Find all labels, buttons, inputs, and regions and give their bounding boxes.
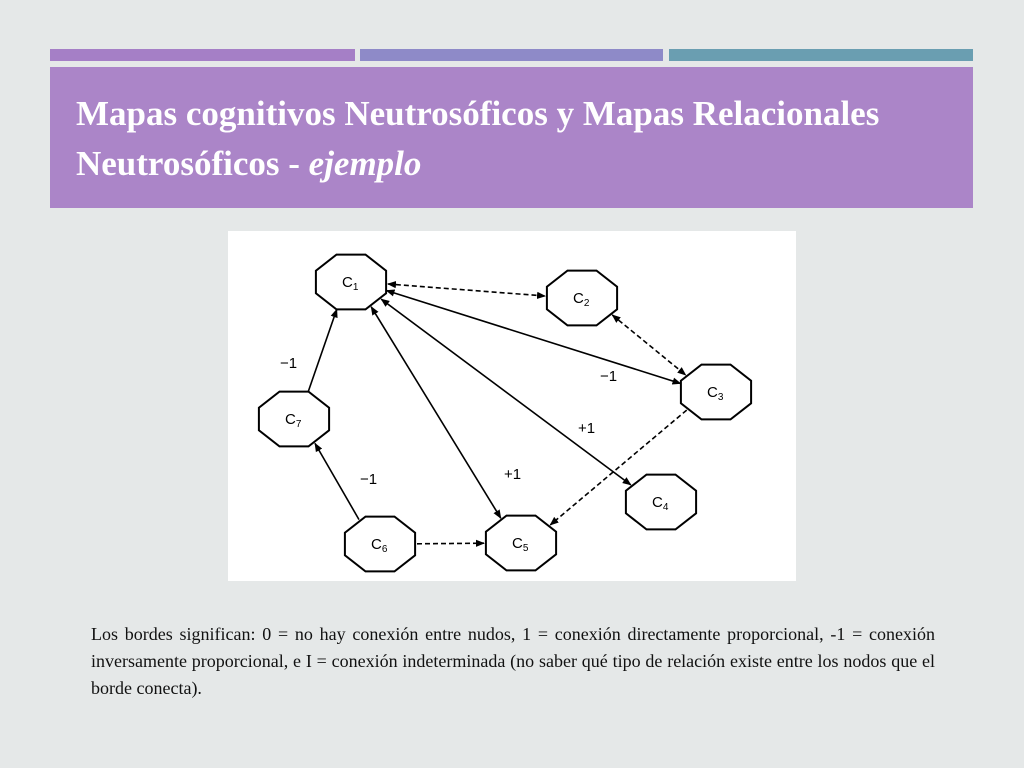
node-subscript: 5 — [523, 543, 529, 554]
node-letter: C — [652, 494, 663, 511]
slide-title-main: Mapas cognitivos Neutrosóficos y Mapas R… — [76, 94, 880, 183]
slide-title: Mapas cognitivos Neutrosóficos y Mapas R… — [76, 89, 947, 189]
node-subscript: 7 — [296, 419, 302, 430]
node-c7: C7 — [257, 390, 331, 448]
node-c5: C5 — [484, 514, 558, 572]
accent-bar-3 — [669, 49, 973, 61]
node-label-c3: C3 — [707, 384, 724, 403]
node-label-c4: C4 — [652, 494, 669, 513]
node-shape-c1 — [314, 253, 388, 311]
node-subscript: 3 — [718, 392, 724, 403]
node-shape-c4 — [624, 473, 698, 531]
node-letter: C — [371, 536, 382, 553]
edge-labels-layer: −1 +1 +1 −1 −1 — [280, 355, 617, 488]
edge-label-c1-c4: +1 — [578, 420, 595, 437]
node-label-c1: C1 — [342, 274, 359, 293]
title-banner: Mapas cognitivos Neutrosóficos y Mapas R… — [50, 67, 973, 208]
node-label-c5: C5 — [512, 535, 529, 554]
edge-label-c6-c7: −1 — [360, 471, 377, 488]
node-subscript: 2 — [584, 298, 590, 309]
accent-bar-2 — [360, 49, 663, 61]
node-c4: C4 — [624, 473, 698, 531]
node-letter: C — [342, 274, 353, 291]
accent-bars — [50, 49, 973, 61]
edge-label-c1-c5: +1 — [504, 466, 521, 483]
edge-c1-c2 — [387, 281, 546, 299]
node-c2: C2 — [545, 269, 619, 327]
edge-label-c7-c1: −1 — [280, 355, 297, 372]
edge-c3-c1 — [385, 289, 682, 385]
edge-c6-c7 — [314, 442, 360, 521]
node-shape-c5 — [484, 514, 558, 572]
slide-title-emphasis: ejemplo — [308, 144, 422, 183]
edge-c1-c4 — [380, 298, 632, 486]
node-letter: C — [573, 290, 584, 307]
edge-c3-c5 — [549, 409, 688, 526]
node-label-c2: C2 — [573, 290, 590, 309]
node-label-c6: C6 — [371, 536, 388, 555]
node-shape-c2 — [545, 269, 619, 327]
node-subscript: 4 — [663, 502, 669, 513]
edge-label-c3-c1: −1 — [600, 368, 617, 385]
node-letter: C — [512, 535, 523, 552]
node-shape-c3 — [679, 363, 753, 421]
node-c3: C3 — [679, 363, 753, 421]
node-c1: C1 — [314, 253, 388, 311]
caption-text: Los bordes significan: 0 = no hay conexi… — [91, 624, 935, 698]
node-subscript: 1 — [353, 282, 359, 293]
node-c6: C6 — [343, 515, 417, 573]
node-label-c7: C7 — [285, 411, 302, 430]
node-subscript: 6 — [382, 544, 388, 555]
edge-c6-c5 — [416, 539, 485, 547]
node-shape-c7 — [257, 390, 331, 448]
accent-bar-1 — [50, 49, 355, 61]
node-letter: C — [707, 384, 718, 401]
edges-layer — [307, 281, 688, 547]
node-shape-c6 — [343, 515, 417, 573]
node-letter: C — [285, 411, 296, 428]
edge-c7-c1 — [307, 308, 338, 392]
edge-c1-c5 — [370, 306, 502, 519]
